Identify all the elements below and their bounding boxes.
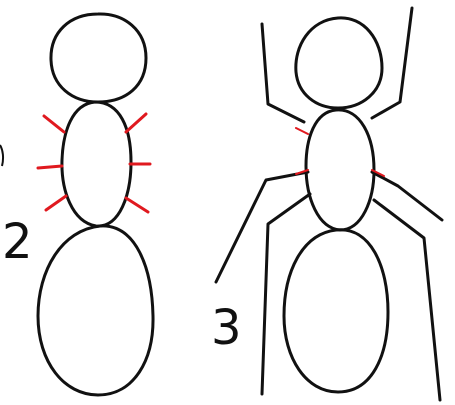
step-number-label: 3 [211,300,242,356]
abdomen-oval [284,230,388,392]
ant-figure-step-2: 2 [0,14,153,395]
antennae [262,8,412,122]
ant-figure-step-3: 3 [211,8,442,400]
leg-guide-marks [38,114,150,212]
edge-fragment [0,145,3,166]
thorax-oval [62,102,131,226]
step-number-label: 2 [2,214,33,270]
legs [216,172,442,400]
head-oval [51,14,146,102]
head-oval [296,18,382,108]
abdomen-oval [38,226,153,395]
thorax-oval [306,110,374,230]
